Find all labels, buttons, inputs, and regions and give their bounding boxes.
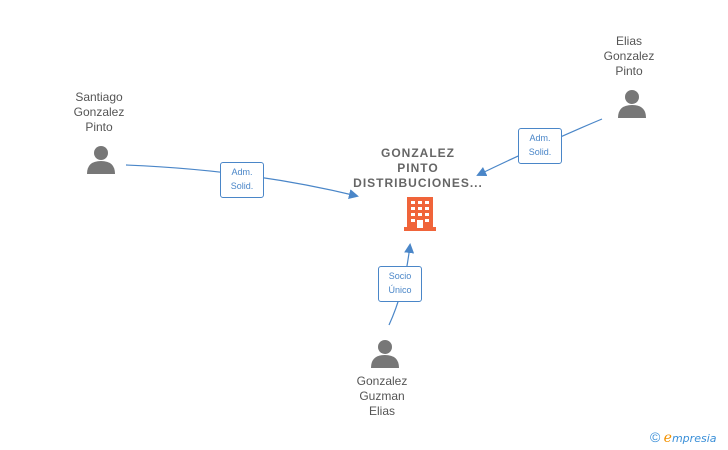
brand-logo-text: mpresia (671, 432, 717, 445)
person-name-line: Guzman (359, 389, 405, 403)
person-name-line: Pinto (615, 64, 643, 78)
company-name-line: GONZALEZ (381, 146, 455, 160)
brand-footer[interactable]: © empresia (650, 429, 716, 446)
brand-logo-initial: e (663, 430, 672, 446)
person-name-line: Elias (615, 34, 642, 48)
person-name-elias-gp[interactable]: Elias Gonzalez Pinto (569, 34, 689, 79)
person-icon[interactable] (617, 88, 647, 118)
relation-label-line: Socio (388, 271, 412, 281)
relation-label-line: Solid. (528, 147, 552, 157)
relation-label-line: Adm. (529, 133, 551, 143)
relation-label-line: Único (388, 285, 412, 295)
person-name-line: Pinto (85, 120, 113, 134)
relation-label-gonzalez-ge[interactable]: Socio Único (378, 266, 422, 302)
person-name-santiago[interactable]: Santiago Gonzalez Pinto (39, 90, 159, 135)
person-name-line: Gonzalez (603, 49, 655, 63)
relation-label-elias-gp[interactable]: Adm. Solid. (518, 128, 562, 164)
person-name-line: Santiago (75, 90, 123, 104)
relation-label-santiago[interactable]: Adm. Solid. (220, 162, 264, 198)
person-name-line: Elias (368, 404, 395, 418)
relation-label-line: Solid. (230, 181, 254, 191)
person-name-line: Gonzalez (73, 105, 125, 119)
person-name-gonzalez-ge[interactable]: Gonzalez Guzman Elias (322, 374, 442, 419)
relation-label-line: Adm. (231, 167, 253, 177)
company-name[interactable]: GONZALEZ PINTO DISTRIBUCIONES... (338, 146, 498, 191)
company-name-line: PINTO (397, 161, 439, 175)
copyright-symbol: © (650, 429, 661, 445)
company-name-line: DISTRIBUCIONES... (353, 176, 483, 190)
building-icon[interactable] (404, 195, 436, 231)
person-name-line: Gonzalez (356, 374, 408, 388)
person-icon[interactable] (370, 338, 400, 368)
person-icon[interactable] (86, 144, 116, 174)
